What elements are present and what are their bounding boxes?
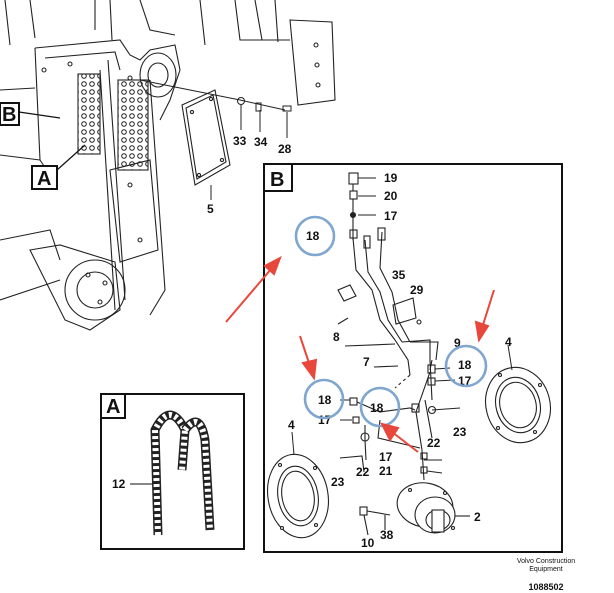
arrow-down-right [474,289,495,343]
callout-28: 28 [278,142,292,156]
red-arrows [225,255,495,453]
callout-35: 35 [392,268,406,282]
callout-5: 5 [207,202,214,216]
svg-text:B: B [270,169,284,191]
callout-23a: 23 [453,425,467,439]
label-box-b: B [0,102,61,126]
label-box-a: A [31,144,86,190]
callout-18b: 18 [458,358,472,372]
callout-22b: 22 [356,465,370,479]
svg-text:B: B [2,104,16,126]
chain-drawing [130,410,215,536]
callout-17d: 17 [379,450,393,464]
highlight-circle-18a [294,215,336,257]
highlight-circle-18b [444,344,488,388]
callout-4a: 4 [505,335,512,349]
arrow-upper-left [225,255,282,323]
callout-9: 9 [454,336,461,350]
flange-right [485,366,551,444]
footer-company: Volvo Construction Equipment [516,558,576,573]
svg-text:A: A [106,396,120,418]
callout-2: 2 [474,510,481,524]
callout-33: 33 [233,134,247,148]
callout-8: 8 [333,330,340,344]
callout-20: 20 [384,189,398,203]
hydraulic-lines [337,172,461,481]
drawing-number: 1088502 [528,582,564,592]
callout-18a: 18 [306,229,320,243]
callout-23b: 23 [331,475,345,489]
callout-18c: 18 [318,393,332,407]
callout-21: 21 [379,464,393,478]
flange-left [267,453,329,539]
callout-4b: 4 [288,418,295,432]
callout-19: 19 [384,171,398,185]
highlight-circle-18d [359,386,401,428]
callout-34: 34 [254,135,268,149]
callout-22a: 22 [427,436,441,450]
callout-18d: 18 [370,401,384,415]
cover-plate [181,89,231,186]
arrow-down-left [299,335,318,381]
callout-17c: 17 [318,413,332,427]
fasteners-33-34-28 [139,79,292,200]
bolts-10-38 [359,506,391,536]
hub-part-2 [396,482,470,534]
callout-29: 29 [410,283,424,297]
highlight-circles [294,215,488,428]
highlight-circle-18c [303,378,345,420]
callout-38: 38 [380,528,394,542]
callout-17a: 17 [384,209,398,223]
callout-7: 7 [363,355,370,369]
callout-10: 10 [361,536,375,550]
callout-12: 12 [112,477,126,491]
main-housing-drawing [0,0,336,331]
arrow-up-left [380,422,419,453]
svg-text:A: A [37,168,51,190]
